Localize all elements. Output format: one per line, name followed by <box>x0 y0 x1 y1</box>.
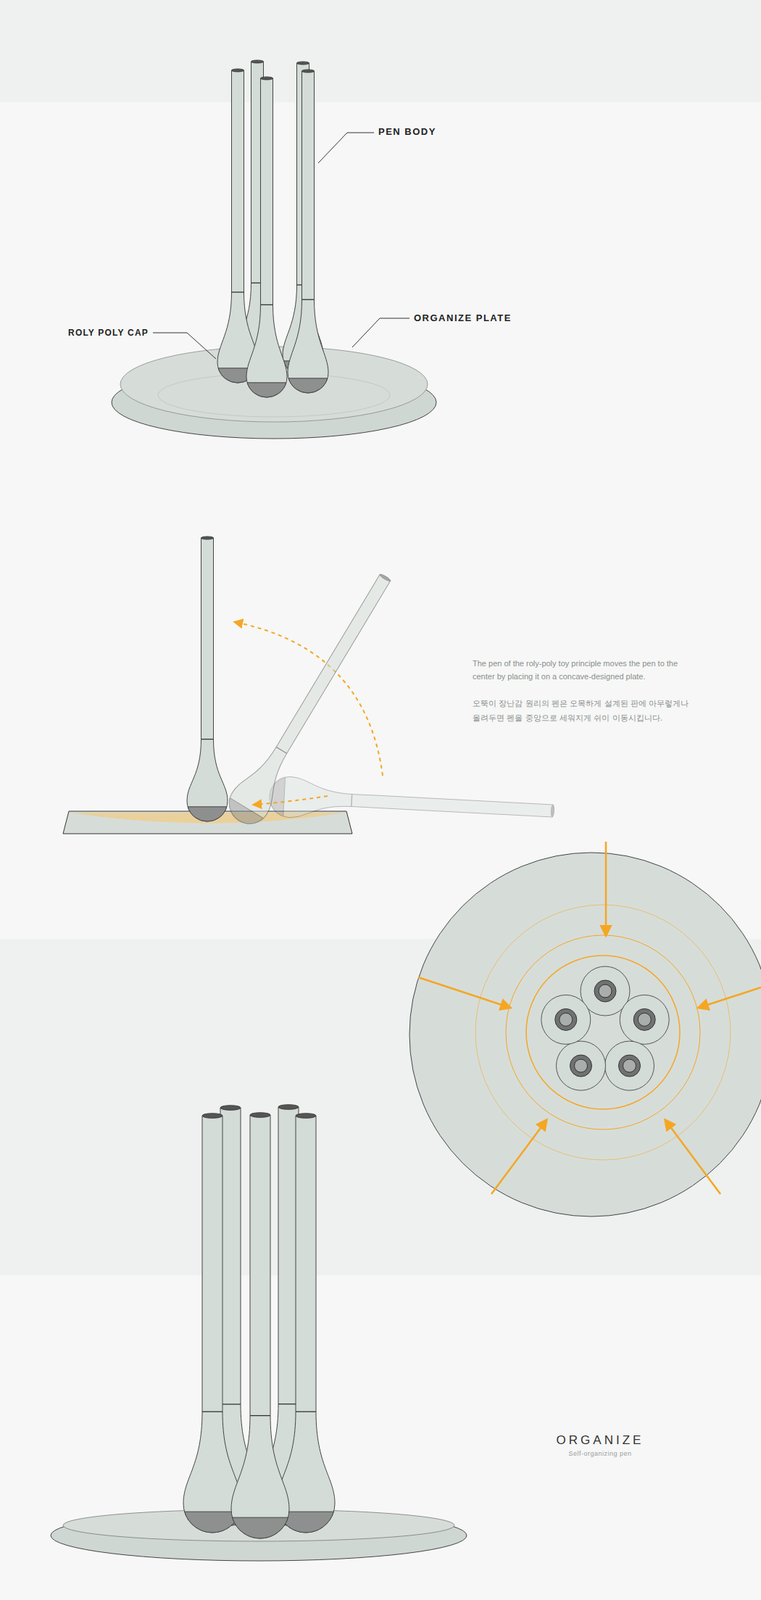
guide-ring <box>505 934 701 1130</box>
pen-tip <box>231 68 245 72</box>
roly-poly-cap <box>247 382 287 398</box>
pen-joint <box>201 738 214 740</box>
pen-figure <box>217 68 259 383</box>
pen-ring <box>594 979 617 1002</box>
roly-poly-cap <box>222 797 264 831</box>
pen-body <box>268 775 554 831</box>
leader-lines <box>152 132 410 359</box>
leader-line <box>318 132 374 164</box>
pen-ring <box>555 1008 577 1030</box>
pen-tip <box>623 1058 637 1072</box>
plate-side <box>50 1509 467 1561</box>
pen-tip <box>220 1105 241 1111</box>
pen-outline <box>605 1040 655 1091</box>
pen-tip <box>598 984 612 998</box>
plate-top-view <box>409 852 761 1217</box>
pen-tip <box>202 1113 223 1119</box>
part-label: PEN BODY <box>378 126 437 138</box>
pen-tip <box>550 804 555 817</box>
pen-figure <box>183 1113 242 1533</box>
pen-joint <box>260 304 274 306</box>
pen-figure <box>287 69 329 393</box>
roly-poly-cap <box>187 806 227 822</box>
pen-body <box>217 70 259 383</box>
figure-assembled <box>111 60 437 439</box>
pen-figure <box>268 775 556 831</box>
pen-joint <box>350 793 353 806</box>
part-label: ROLY POLY CAP <box>68 326 149 339</box>
pen-tip <box>260 76 274 80</box>
pen-top-view <box>619 994 669 1044</box>
pen-body <box>287 71 329 393</box>
direction-arrow <box>418 976 511 1008</box>
pen-joint <box>302 299 315 301</box>
pen-joint <box>295 1411 316 1412</box>
pen-joint <box>231 291 245 293</box>
pen-tip <box>297 61 310 65</box>
guide-ring <box>475 904 731 1160</box>
pen-body <box>231 1114 290 1538</box>
pen-top-view <box>541 994 591 1044</box>
guide-ring <box>526 955 680 1109</box>
figure-top-view <box>409 841 761 1217</box>
pen-tip <box>574 1058 588 1072</box>
pen-tip <box>295 1113 316 1119</box>
pen-outline <box>541 994 591 1044</box>
figure-standing <box>50 1104 467 1561</box>
pen-body <box>221 566 403 831</box>
pen-tip <box>250 1112 271 1118</box>
direction-arrow <box>605 841 608 935</box>
part-label: ORGANIZE PLATE <box>413 312 512 324</box>
motion-arrow <box>253 795 328 805</box>
pen-ring <box>618 1054 641 1077</box>
direction-arrow <box>698 987 761 1008</box>
pen-ring <box>633 1008 656 1030</box>
pen-joint <box>276 746 288 754</box>
pen-figure <box>231 1112 290 1538</box>
pen-tip <box>302 69 315 73</box>
pen-body <box>276 1115 335 1533</box>
pen-tip <box>379 573 392 582</box>
pen-body <box>246 78 288 398</box>
leader-line <box>152 332 216 359</box>
caption-text: Self-organizing pen <box>491 1448 709 1459</box>
description-note: 오뚝이 장난감 원리의 펜은 오목하게 설계된 판에 아무렇게나 올려두면 펜을… <box>472 695 698 725</box>
title-text: ORGANIZE <box>491 1432 709 1448</box>
pen-joint <box>202 1411 223 1412</box>
pen-joint <box>250 1414 271 1416</box>
pen-tip <box>559 1012 573 1026</box>
pen-tip <box>637 1012 651 1026</box>
pen-tip <box>278 1104 299 1110</box>
pen-outline <box>555 1040 606 1091</box>
leader-line <box>352 318 410 348</box>
pen-figure <box>221 566 403 832</box>
roly-poly-cap <box>288 378 328 393</box>
pen-ring <box>569 1054 592 1077</box>
description-note: The pen of the roly-poly toy principle m… <box>472 656 698 683</box>
pen-body <box>183 1115 242 1533</box>
pen-top-view <box>555 1040 606 1091</box>
pen-outline <box>619 994 669 1044</box>
pen-tip <box>201 536 214 540</box>
figure-motion <box>63 536 556 834</box>
background-band <box>0 0 761 103</box>
pen-figure <box>276 1113 335 1533</box>
roly-poly-cap <box>232 1516 289 1538</box>
pen-body <box>186 537 228 822</box>
pen-top-view <box>605 1040 655 1091</box>
pen-figure <box>246 76 288 398</box>
pen-tip <box>251 60 264 64</box>
pen-figure <box>186 536 228 822</box>
direction-arrow <box>665 1119 721 1194</box>
direction-arrow <box>491 1119 547 1194</box>
pen-joint <box>220 1403 241 1404</box>
